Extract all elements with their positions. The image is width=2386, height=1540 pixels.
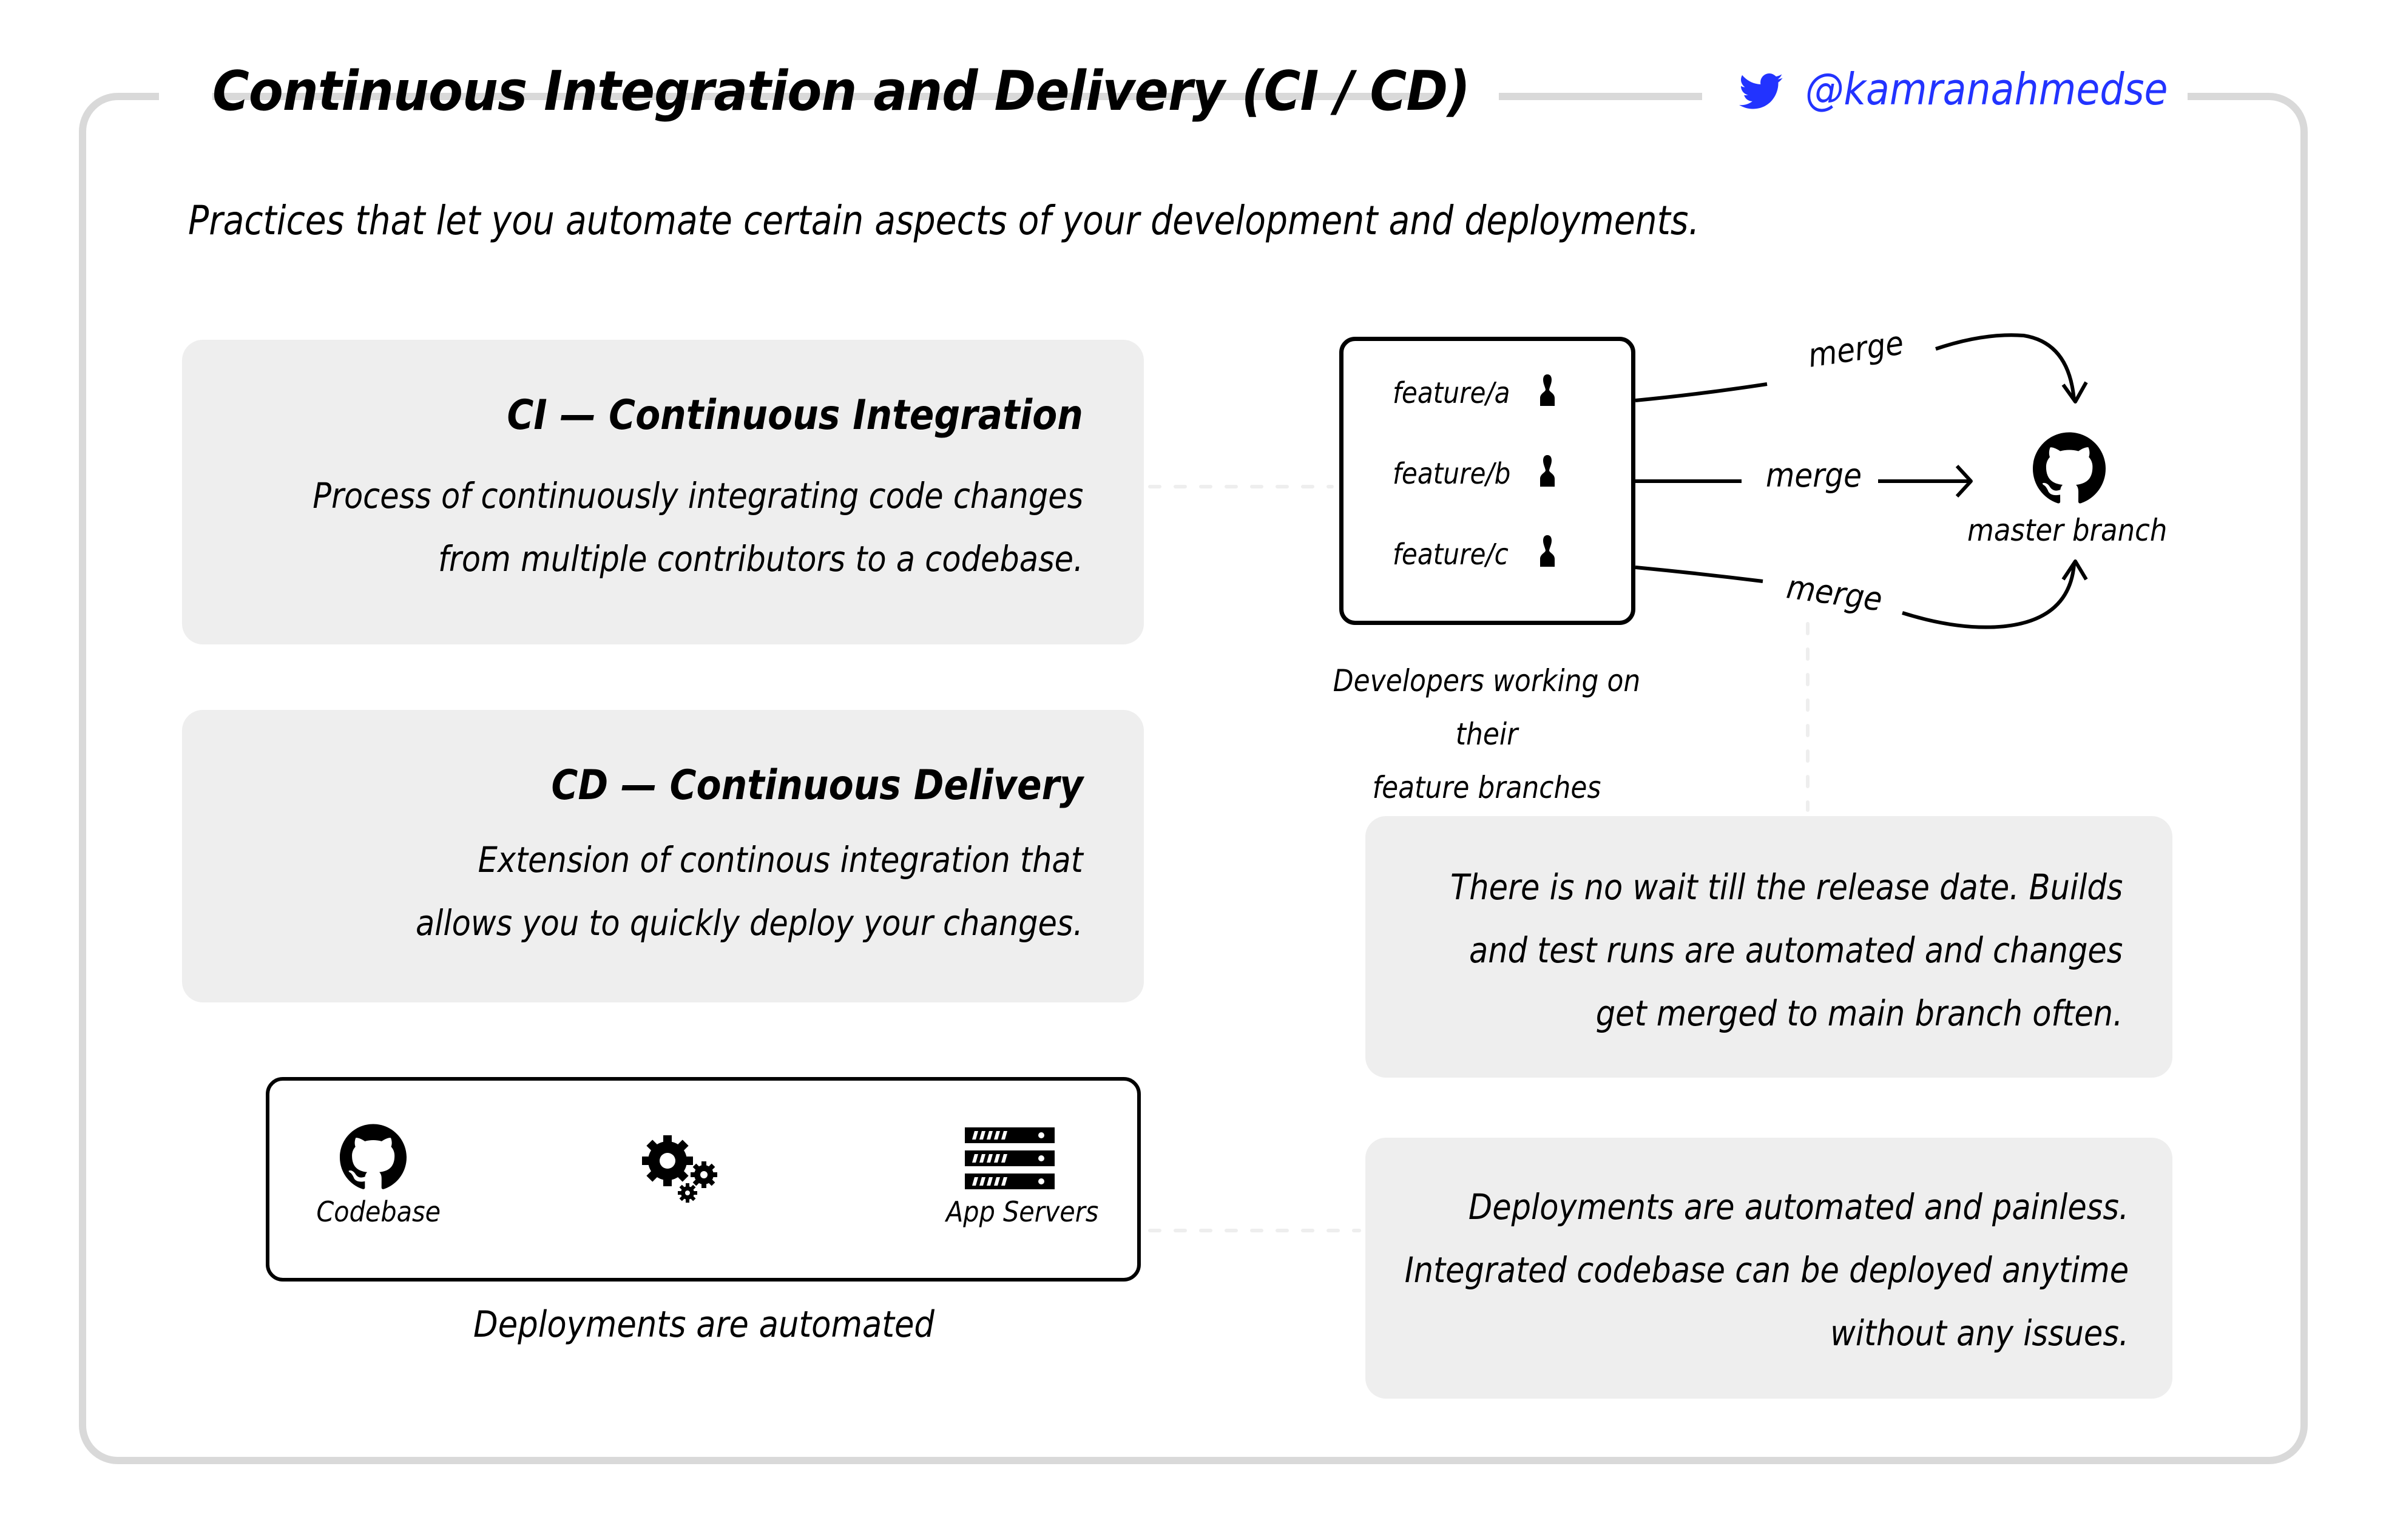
merge-label-b: merge bbox=[1766, 456, 1862, 495]
callout-ci-text: There is no wait till the release date. … bbox=[1450, 856, 2123, 1045]
callout-cd-benefits: Deployments are automated and painless. … bbox=[1365, 1138, 2172, 1399]
frame-gap bbox=[159, 84, 212, 108]
arrowhead-b bbox=[1955, 464, 1973, 498]
branch-label-c: feature/c bbox=[1393, 538, 1509, 572]
callout-line: without any issues. bbox=[1830, 1312, 2129, 1354]
user-icon bbox=[1540, 455, 1555, 487]
twitter-bird-icon bbox=[1739, 73, 1783, 109]
ci-description: Process of continuously integrating code… bbox=[313, 464, 1083, 590]
callout-line: get merged to main branch often. bbox=[1595, 993, 2123, 1034]
codebase-label: Codebase bbox=[316, 1195, 441, 1228]
arrowhead-a bbox=[2061, 381, 2088, 404]
frame-gap bbox=[1702, 84, 2188, 108]
callout-ci-benefits: There is no wait till the release date. … bbox=[1365, 816, 2172, 1078]
frame-gap bbox=[1438, 84, 1499, 108]
ci-heading: CI — Continuous Integration bbox=[507, 391, 1083, 439]
developers-caption-line: Developers working on their bbox=[1333, 663, 1641, 752]
cd-line: allows you to quickly deploy your change… bbox=[416, 902, 1083, 944]
page-title: Continuous Integration and Delivery (CI … bbox=[212, 59, 1470, 123]
ci-card: CI — Continuous Integration Process of c… bbox=[182, 340, 1144, 644]
callout-cd-text: Deployments are automated and painless. … bbox=[1405, 1175, 2129, 1365]
ci-line: from multiple contributors to a codebase… bbox=[438, 538, 1083, 579]
cd-card: CD — Continuous Delivery Extension of co… bbox=[182, 710, 1144, 1002]
callout-line: There is no wait till the release date. … bbox=[1450, 866, 2123, 908]
servers-icon bbox=[965, 1127, 1055, 1189]
developers-caption-line: feature branches bbox=[1372, 770, 1601, 805]
callout-line: Deployments are automated and painless. bbox=[1468, 1186, 2129, 1228]
user-icon bbox=[1540, 535, 1555, 567]
branch-label-a: feature/a bbox=[1393, 376, 1510, 410]
twitter-handle-link[interactable]: @kamranahmedse bbox=[1805, 64, 2168, 115]
gears-icon bbox=[642, 1135, 717, 1203]
deployment-caption: Deployments are automated bbox=[473, 1303, 934, 1346]
merge-arrow-c bbox=[1902, 564, 2076, 629]
callout-line: and test runs are automated and changes bbox=[1468, 930, 2123, 971]
merge-line-c bbox=[1635, 566, 1763, 583]
merge-line-a bbox=[1635, 382, 1768, 402]
master-branch-label: master branch bbox=[1967, 513, 2168, 548]
page-subtitle: Practices that let you automate certain … bbox=[188, 197, 1700, 244]
callout-line: Integrated codebase can be deployed anyt… bbox=[1404, 1249, 2129, 1291]
arrowhead-c bbox=[2061, 559, 2088, 581]
user-icon bbox=[1540, 374, 1555, 406]
github-icon bbox=[340, 1124, 407, 1189]
cd-description: Extension of continous integration that … bbox=[416, 828, 1083, 954]
merge-arrow-a bbox=[1935, 333, 2076, 401]
app-servers-label: App Servers bbox=[945, 1195, 1099, 1228]
branch-label-b: feature/b bbox=[1393, 457, 1511, 491]
github-icon bbox=[2033, 432, 2106, 504]
cd-line: Extension of continous integration that bbox=[478, 839, 1083, 880]
developers-caption: Developers working on their feature bran… bbox=[1300, 654, 1674, 814]
ci-line: Process of continuously integrating code… bbox=[312, 475, 1083, 516]
cd-heading: CD — Continuous Delivery bbox=[551, 762, 1083, 809]
feature-branches-box bbox=[1339, 337, 1635, 625]
